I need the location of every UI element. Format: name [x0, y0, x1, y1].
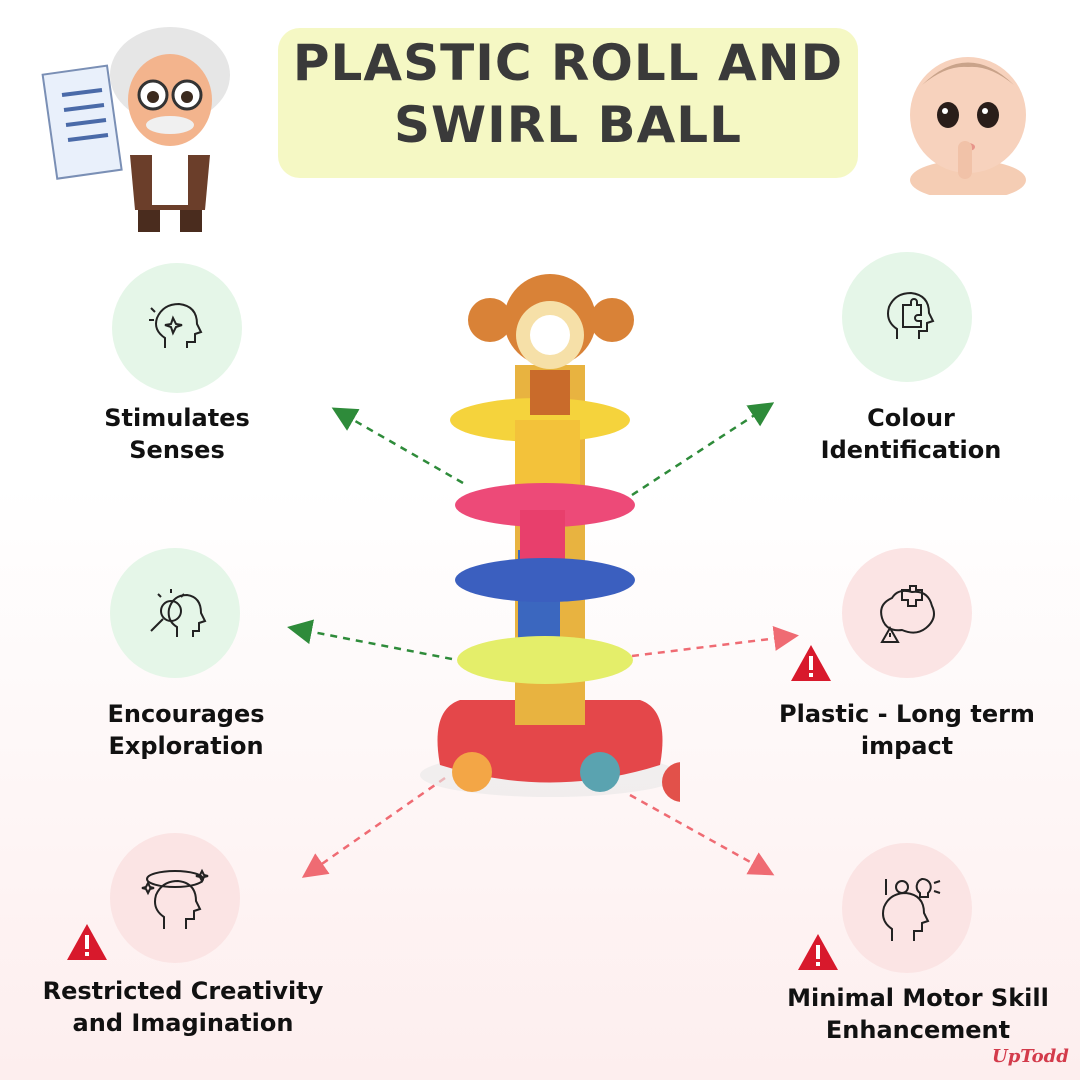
benefit-label-encourages-exploration: Encourages Exploration — [107, 700, 265, 760]
head-ideas-icon — [882, 877, 941, 941]
roll-swirl-ball-toy — [420, 274, 680, 802]
arrow-plastic-impact — [631, 626, 799, 658]
warning-icon — [798, 934, 838, 970]
head-magnifier-icon — [150, 589, 207, 637]
head-dizzy-icon — [141, 868, 209, 929]
head-sparkle-icon — [149, 302, 203, 348]
page-title: PLASTIC ROLL AND SWIRL BALL — [292, 34, 844, 154]
warning-icon — [791, 645, 831, 681]
arrow-encourages-exploration — [287, 619, 453, 661]
benefit-circle-encourages-exploration — [110, 548, 240, 678]
drawback-circle-minimal-motor-skill — [842, 843, 972, 973]
brain-puzzle-warning-icon — [880, 585, 935, 643]
uptodd-logo: UpTodd — [992, 1046, 1069, 1067]
benefit-label-colour-identification: Colour Identification — [820, 404, 1002, 464]
warning-icon — [67, 924, 107, 960]
drawback-circle-restricted-creativity — [110, 833, 240, 963]
benefit-circle-stimulates-senses — [112, 263, 242, 393]
benefit-circle-colour-identification — [842, 252, 972, 382]
drawback-circle-plastic-impact — [842, 548, 972, 678]
head-puzzle-icon — [887, 291, 935, 339]
drawback-label-minimal-motor-skill: Minimal Motor Skill Enhancement — [787, 984, 1049, 1044]
title-background — [278, 28, 858, 178]
baby-mascot — [910, 57, 1026, 195]
arrow-stimulates-senses — [331, 407, 464, 485]
benefit-label-stimulates-senses: Stimulates Senses — [104, 404, 250, 464]
drawback-label-plastic-impact: Plastic - Long term impact — [779, 700, 1035, 760]
arrow-minimal-motor-skill — [629, 793, 775, 876]
scientist-mascot — [41, 27, 230, 232]
arrow-colour-identification — [631, 402, 775, 497]
arrow-restricted-creativity — [301, 776, 446, 878]
drawback-label-restricted-creativity: Restricted Creativity and Imagination — [42, 977, 324, 1037]
